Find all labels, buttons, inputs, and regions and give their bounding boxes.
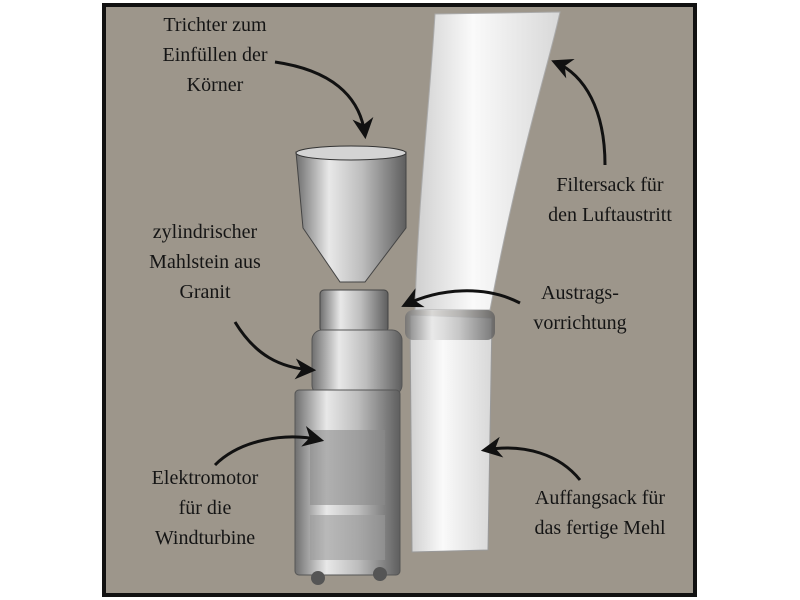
- arrow-collection-bag: [480, 436, 582, 481]
- label-line: das fertige Mehl: [534, 517, 666, 539]
- millstone-housing: [319, 289, 389, 333]
- label-line: für die: [178, 497, 232, 519]
- arrow-motor: [213, 426, 325, 467]
- millstone-cylinder: [311, 329, 403, 396]
- discharge-ring: [405, 310, 495, 340]
- label-filter-bag: Filtersack für den Luftaustritt: [525, 170, 695, 230]
- label-motor: Elektromotor für die Windturbine: [125, 463, 285, 553]
- wheel: [373, 567, 387, 581]
- label-millstone: zylindrischer Mahlstein aus Granit: [125, 217, 285, 307]
- hopper: [295, 151, 407, 283]
- arrow-millstone: [233, 321, 317, 380]
- label-collection-bag: Auffangsack für das fertige Mehl: [515, 483, 685, 543]
- label-hopper: Trichter zum Einfüllen der Körner: [135, 10, 295, 100]
- label-discharge: Austrags- vorrichtung: [505, 278, 655, 338]
- label-line: Elektromotor: [151, 467, 259, 489]
- label-line: vorrichtung: [533, 312, 627, 334]
- label-line: Einfüllen der: [162, 44, 268, 66]
- wheel: [311, 571, 325, 585]
- arrow-discharge: [401, 288, 521, 308]
- label-line: Körner: [186, 74, 244, 96]
- arrow-filter-bag: [551, 59, 607, 166]
- arrow-hopper: [274, 60, 374, 140]
- label-line: Trichter zum: [163, 14, 267, 36]
- label-line: Filtersack für: [556, 174, 664, 196]
- motor-compartment: [310, 430, 385, 505]
- label-line: Mahlstein aus: [149, 251, 261, 273]
- label-line: Auffangsack für: [534, 487, 666, 509]
- label-line: den Luftaustritt: [548, 204, 672, 226]
- hopper-rim: [295, 145, 407, 161]
- collection-bag: [409, 314, 493, 553]
- label-line: Granit: [179, 281, 231, 303]
- label-line: Austrags-: [541, 282, 619, 304]
- filter-bag: [414, 11, 561, 311]
- label-line: Windturbine: [154, 527, 256, 549]
- lower-compartment: [310, 515, 385, 560]
- label-line: zylindrischer: [152, 221, 258, 243]
